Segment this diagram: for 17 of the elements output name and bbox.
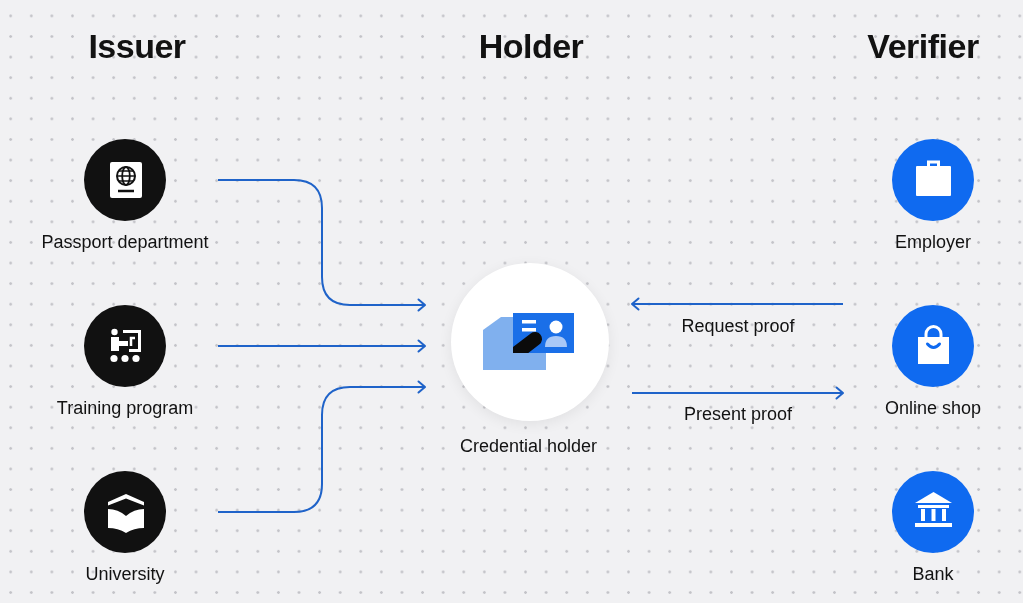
node-label: Training program (56, 397, 194, 419)
arrow (217, 339, 426, 353)
node-label: Credential holder (459, 435, 598, 457)
node-label: Bank (912, 563, 954, 585)
column-heading: Holder (478, 26, 584, 66)
column-heading: Verifier (867, 26, 979, 66)
arrow (631, 297, 844, 311)
arrow (217, 179, 426, 312)
edge-label: Request proof (681, 315, 795, 337)
arrow (217, 380, 426, 513)
node-label: Passport department (41, 231, 209, 253)
column-heading: Issuer (88, 26, 186, 66)
node-label: Online shop (884, 397, 982, 419)
node-label: University (85, 563, 165, 585)
node-label: Employer (895, 231, 971, 253)
edge-label: Present proof (683, 403, 793, 425)
arrow (631, 386, 844, 400)
